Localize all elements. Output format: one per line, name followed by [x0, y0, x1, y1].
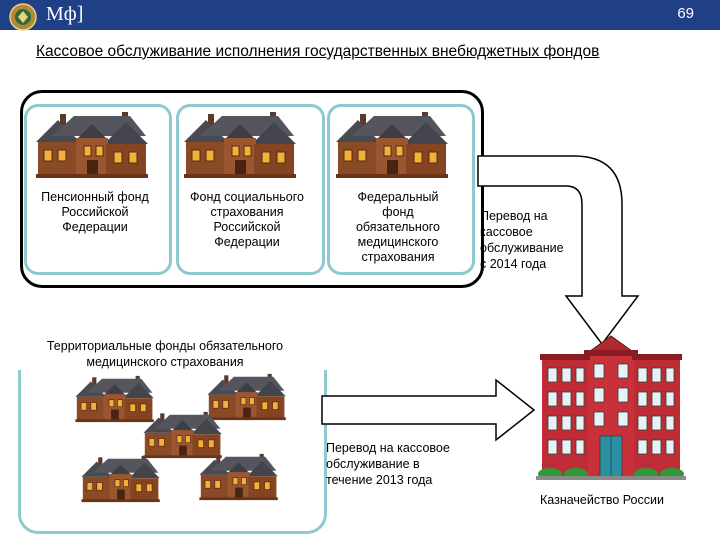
house-icon — [198, 452, 282, 502]
page-number: 69 — [677, 5, 694, 22]
tfoms-box — [18, 338, 327, 534]
treasury-label: Казначейство России — [540, 493, 664, 507]
arrow-icon-2013 — [321, 378, 536, 442]
house-icon — [334, 110, 454, 180]
arrow-icon-2014 — [477, 155, 640, 346]
house-icon — [34, 110, 154, 180]
header-bar: Мф] 69 — [0, 0, 720, 31]
house-icon — [80, 454, 164, 504]
emblem-icon — [9, 3, 37, 31]
treasury-building-icon — [536, 335, 686, 480]
house-icon — [182, 110, 302, 180]
brand-logo-text: Мф] — [46, 3, 84, 25]
page-title: Кассовое обслуживание исполнения государ… — [36, 43, 600, 60]
federal-funds-frame — [20, 90, 484, 288]
